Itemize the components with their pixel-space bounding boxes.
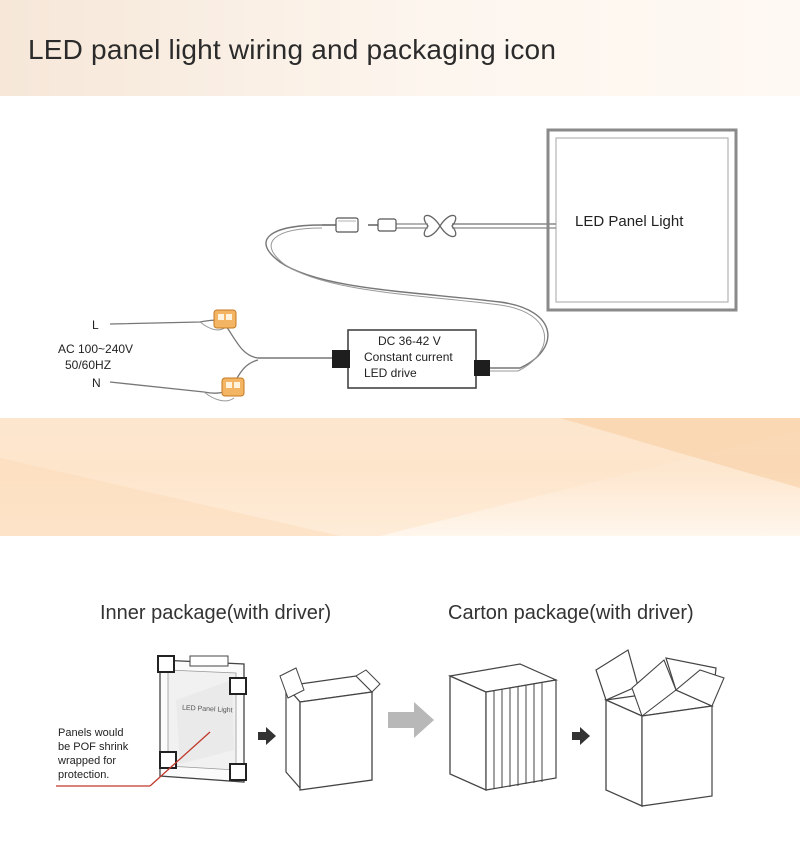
decorative-band	[0, 418, 800, 536]
note-pointer-line	[149, 731, 211, 787]
ac-frequency-label: 50/60HZ	[65, 358, 112, 372]
output-cable-inner	[270, 227, 545, 372]
driver-name-label: LED drive	[364, 366, 417, 380]
carton-stack	[447, 663, 559, 792]
big-arrow-right-icon	[388, 702, 434, 738]
led-driver-box	[332, 329, 490, 389]
panel-cable	[394, 214, 556, 238]
carton-package-title: Carton package(with driver)	[448, 602, 694, 624]
note-line-4: protection.	[58, 769, 110, 781]
dc-connector	[322, 217, 397, 233]
open-carton	[595, 649, 725, 808]
arrow-right-icon	[258, 727, 276, 745]
inner-package-title: Inner package(with driver)	[100, 602, 332, 624]
wrapped-panel	[157, 655, 247, 783]
note-line-1: Panels would	[58, 727, 124, 739]
ac-n-label: N	[92, 376, 101, 390]
terminal-block-n	[221, 377, 245, 397]
decorative-band-shapes	[0, 418, 800, 536]
terminal-block-l	[213, 309, 237, 329]
driver-voltage-label: DC 36-42 V	[378, 334, 441, 348]
note-line-3: wrapped for	[58, 755, 117, 767]
panel-label: LED Panel Light	[575, 213, 684, 230]
ac-voltage-label: AC 100~240V	[58, 342, 134, 356]
led-panel	[546, 128, 738, 312]
arrow-right-icon-2	[572, 727, 590, 745]
driver-type-label: Constant current	[364, 350, 453, 364]
ac-l-label: L	[92, 318, 99, 332]
inner-box	[279, 667, 381, 791]
title-banner: LED panel light wiring and packaging ico…	[0, 0, 800, 96]
output-cable	[265, 224, 549, 369]
note-line-2: be POF shrink	[58, 741, 129, 753]
page-title: LED panel light wiring and packaging ico…	[28, 34, 557, 65]
